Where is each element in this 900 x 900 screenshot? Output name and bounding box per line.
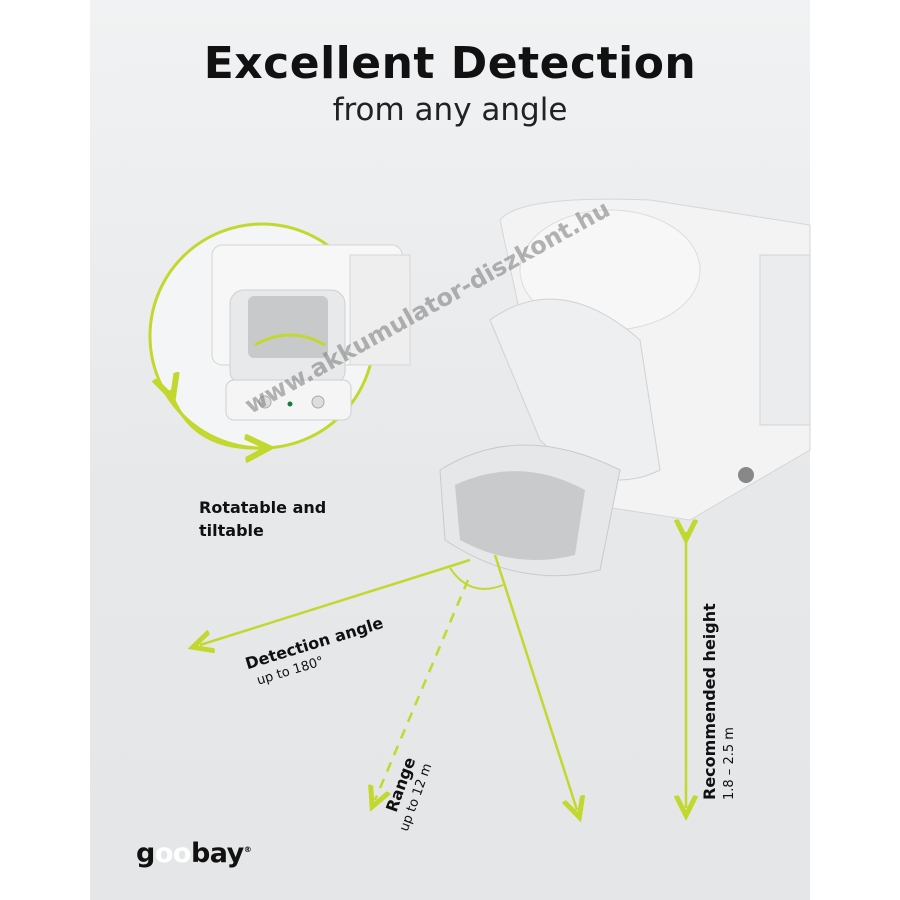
detection-angle-left-arrow <box>200 558 471 645</box>
angle-arc <box>449 567 504 590</box>
height-title: Recommended height <box>700 603 719 800</box>
detection-angle-right-arrow <box>493 554 577 810</box>
inset-sensor-image <box>211 244 411 421</box>
main-sensor-image <box>439 198 811 577</box>
range-arrow <box>375 579 470 800</box>
rotate-label-line2: tiltable <box>199 521 264 540</box>
page-title: Excellent Detection <box>203 38 697 89</box>
page-subtitle: from any angle <box>332 92 568 128</box>
rotate-arrow <box>170 390 260 448</box>
rotate-label-line1: Rotatable and <box>199 498 327 517</box>
height-value: 1.8 – 2.5 m <box>722 727 737 800</box>
height-label: Recommended height 1.8 – 2.5 m <box>700 603 737 800</box>
